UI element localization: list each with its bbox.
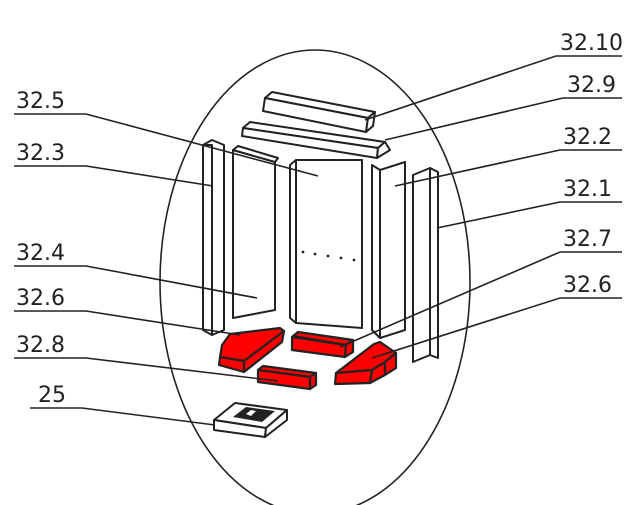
svg-text:32.6: 32.6 [563,273,612,298]
svg-text:32.3: 32.3 [16,141,65,166]
part-32-5 [289,159,363,329]
dotted-marker [301,250,356,262]
label-32-7: 32.7 [339,227,622,348]
part-32-9 [241,121,391,159]
label-32-10: 32.10 [364,31,623,121]
svg-text:32.2: 32.2 [563,125,612,150]
svg-text:32.10: 32.10 [560,31,623,56]
part-25-ash-pan [213,402,288,438]
label-32-4: 32.4 [14,241,258,299]
svg-text:32.6: 32.6 [16,286,65,311]
part-32-6-right [333,340,398,386]
part-32-8 [256,364,318,391]
svg-text:32.1: 32.1 [563,177,612,202]
svg-text:32.5: 32.5 [16,89,65,114]
svg-text:25: 25 [38,383,66,408]
svg-text:32.9: 32.9 [567,73,616,98]
label-32-2: 32.2 [394,125,622,187]
label-32-6-right: 32.6 [371,273,622,359]
label-32-3: 32.3 [14,141,214,187]
enclosure-ellipse [159,49,471,505]
svg-text:32.7: 32.7 [563,227,612,252]
label-32-6-left: 32.6 [14,286,241,336]
label-32-1: 32.1 [436,177,622,229]
label-25: 25 [30,383,216,426]
part-32-4 [232,145,279,319]
label-32-8: 32.8 [14,333,279,382]
part-32-3 [202,139,225,336]
label-32-5: 32.5 [14,89,319,177]
label-32-9: 32.9 [384,73,622,141]
svg-text:32.4: 32.4 [16,241,65,266]
part-32-1 [412,167,439,363]
svg-text:32.8: 32.8 [16,333,65,358]
part-32-6-left [217,326,286,374]
part-32-2 [371,161,406,339]
